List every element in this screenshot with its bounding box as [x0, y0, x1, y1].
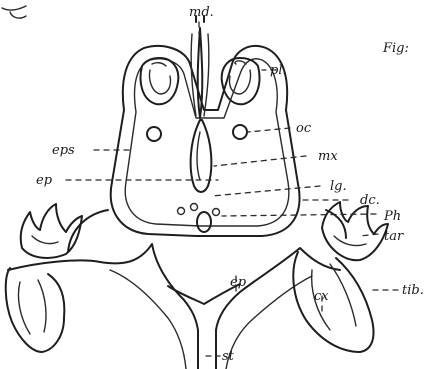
- ocellus-right: [233, 125, 247, 139]
- central-organ-inner: [197, 132, 200, 180]
- right-tarsus: [322, 202, 388, 260]
- label-ep: ep: [36, 173, 53, 188]
- label-pl: pl.: [270, 63, 287, 78]
- caption-fragment-left: [2, 6, 26, 18]
- sternum-inner-left: [110, 270, 186, 369]
- label-eps: eps: [52, 143, 75, 158]
- caption-fig-label: Fig:: [382, 41, 409, 56]
- label-ep-lower: ep: [230, 275, 247, 290]
- palp-left-inner: [149, 63, 170, 94]
- label-lg: lg.: [330, 179, 347, 194]
- palp-left: [141, 58, 179, 104]
- label-cx: cx: [314, 289, 329, 304]
- small-circle-2: [191, 204, 198, 211]
- label-ph: Ph: [383, 209, 401, 224]
- head-capsule: [111, 16, 300, 236]
- left-tibia: [6, 268, 65, 352]
- leader-tar: [360, 234, 378, 236]
- head-inner-outline: [125, 59, 289, 226]
- leg-left: [6, 204, 82, 352]
- label-dc: dc.: [360, 193, 380, 208]
- right-tarsus-inner: [334, 236, 366, 246]
- leg-right: [293, 202, 388, 352]
- label-mx: mx: [318, 149, 338, 164]
- lower-oval: [197, 212, 211, 232]
- label-tib: tib.: [402, 283, 424, 298]
- label-st: st: [222, 349, 235, 364]
- right-tibia: [293, 252, 373, 352]
- label-tar: tar: [384, 229, 404, 244]
- ocellus-left: [147, 127, 161, 141]
- palp-right-inner: [229, 61, 250, 94]
- label-oc: oc: [296, 121, 312, 136]
- left-tibia-inner: [18, 280, 46, 334]
- left-tarsus: [21, 204, 82, 258]
- leader-lg: [212, 186, 320, 196]
- small-circle-1: [178, 208, 185, 215]
- leader-mx: [214, 156, 306, 166]
- central-organ: [191, 120, 212, 192]
- small-circle-3: [213, 209, 220, 216]
- labels: md. pl. oc eps mx ep lg. dc. Ph tar tib.…: [36, 5, 424, 364]
- leader-oc: [248, 128, 290, 132]
- label-md: md.: [189, 5, 214, 20]
- left-tarsus-inner: [32, 236, 58, 244]
